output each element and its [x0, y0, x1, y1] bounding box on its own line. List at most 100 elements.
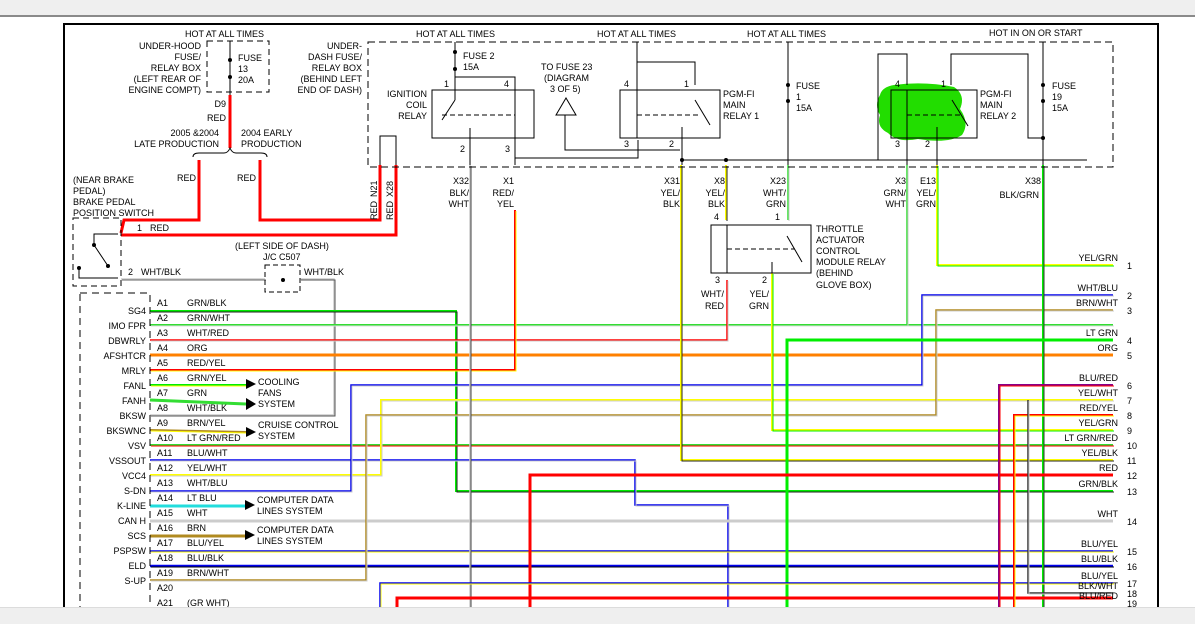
cruise-ref-1: SYSTEM [258, 431, 295, 441]
ecm-pin-signal: PSPSW [113, 546, 146, 556]
pgm-fi-main-relay-2 [890, 89, 978, 139]
underdash-line-3: (BEHIND LEFT [300, 74, 362, 84]
fuse-2-icon [453, 50, 457, 54]
prod-right-0: 2004 EARLY [241, 128, 292, 138]
junction-location: (LEFT SIDE OF DASH) [235, 241, 329, 251]
ecm-pin-number: A2 [157, 313, 168, 323]
ecm-pin-wire-color: BRN/WHT [187, 568, 229, 578]
hot-at-all-times-label-1: HOT AT ALL TIMES [185, 29, 264, 39]
right-terminal-wire: LT GRN [1086, 328, 1118, 338]
main2-pin-3: 3 [895, 139, 900, 149]
ecm-pin-wire-color: WHT [187, 508, 208, 518]
wire-blu-red-6 [998, 384, 1114, 623]
ign-pin-1: 1 [444, 79, 449, 89]
fuse13-label-2: 20A [238, 75, 254, 85]
wire-red-brake-1 [121, 165, 398, 237]
ecm-pin-wire-color: RED/YEL [187, 358, 226, 368]
hot-in-on-or-start-label: HOT IN ON OR START [989, 28, 1083, 38]
x32-wire-1: WHT [449, 199, 470, 209]
connector-x31: X31 [664, 176, 680, 186]
wire-a19 [150, 309, 1114, 582]
connector-x32: X32 [453, 176, 469, 186]
ecm-pin-number: A12 [157, 463, 173, 473]
ignition-coil-relay [431, 89, 535, 139]
wire-a11 [150, 459, 730, 623]
underhood-line-0: UNDER-HOOD [139, 41, 201, 51]
data2-ref-0: COMPUTER DATA [257, 525, 334, 535]
right-terminal-number: 4 [1127, 336, 1132, 346]
right-terminal-wire: YEL/GRN [1078, 253, 1118, 263]
throttle-pin2-wire-0: YEL/ [749, 289, 769, 299]
right-terminal-number: 8 [1127, 411, 1132, 421]
ecm-pin-number: A16 [157, 523, 173, 533]
arrow-cooling-fans-2-icon [246, 398, 256, 410]
right-terminal-wire: YEL/GRN [1078, 418, 1118, 428]
fuse-13-icon [228, 58, 232, 62]
throttle-name-4: (BEHIND [816, 268, 854, 278]
underdash-line-2: RELAY BOX [312, 63, 362, 73]
x3-wire-1: WHT [886, 199, 907, 209]
main2-pin-1: 1 [941, 79, 946, 89]
fuse1-label-1: 1 [796, 92, 801, 102]
wire-x3 [906, 165, 909, 326]
wire-x23 [787, 165, 790, 221]
right-terminal-wire: GRN/BLK [1078, 479, 1118, 489]
pgm-fi-main-relay-1 [619, 89, 721, 139]
throttle-pin-4: 4 [714, 212, 719, 222]
connector-e13: E13 [920, 176, 936, 186]
main2-name-0: PGM-FI [980, 89, 1012, 99]
right-terminal-wire: BLK/WHT [1078, 581, 1119, 591]
ecm-pin-number: A11 [157, 448, 172, 458]
ign-relay-name-1: COIL [406, 100, 427, 110]
cooling-ref-0: COOLING [258, 377, 300, 387]
ecm-pin-signal: VSV [128, 441, 146, 451]
to-fuse23-2: 3 OF 5) [550, 84, 581, 94]
ecm-pin-signal: IMO FPR [109, 321, 147, 331]
throttle-pin2-wire-1: GRN [749, 301, 769, 311]
right-terminal-number: 17 [1127, 579, 1137, 589]
ecm-pin-wire-color: LT GRN/RED [187, 433, 241, 443]
ecm-pin-signal: S-UP [124, 576, 146, 586]
ecm-pin-number: A1 [157, 298, 168, 308]
underhood-fuse-box: HOT AT ALL TIMES UNDER-HOOD FUSE/ RELAY … [128, 29, 301, 183]
ecm-pin-wire-color: BRN/YEL [187, 418, 226, 428]
to-fuse23-1: (DIAGRAM [544, 73, 589, 83]
right-terminal-wire: RED/YEL [1079, 403, 1118, 413]
wire-e13 [936, 165, 1114, 267]
wire-label-red-left: RED [177, 173, 197, 183]
ecm-pin-number: A6 [157, 373, 168, 383]
ecm-pin-signal: FANH [122, 396, 146, 406]
x8-wire-0: YEL/ [705, 188, 725, 198]
wire-x8 [725, 165, 728, 221]
window-title-bar [0, 0, 1195, 17]
x1-wire-1: YEL [497, 199, 514, 209]
right-terminal: RED/YEL 8 [1079, 403, 1132, 421]
ecm-pin-number: A3 [157, 328, 168, 338]
ign-pin-3: 3 [505, 144, 510, 154]
main1-name-0: PGM-FI [723, 89, 755, 99]
prod-right-1: PRODUCTION [241, 139, 302, 149]
data1-ref-0: COMPUTER DATA [257, 495, 334, 505]
right-terminal-wire: BLU/RED [1079, 591, 1119, 601]
brake-pedal-position-switch [72, 217, 122, 287]
ecm-pin-wire-color: ORG [187, 343, 208, 353]
x32-wire-0: BLK/ [449, 188, 469, 198]
connector-x38: X38 [1025, 176, 1041, 186]
fuse19-label-1: 19 [1052, 92, 1062, 102]
throttle-pin3-wire-1: RED [705, 301, 725, 311]
wire-a10 [150, 444, 1114, 447]
connector-n21: REDN21 [369, 180, 379, 220]
ecm-pin-wire-color: WHT/BLK [187, 403, 227, 413]
